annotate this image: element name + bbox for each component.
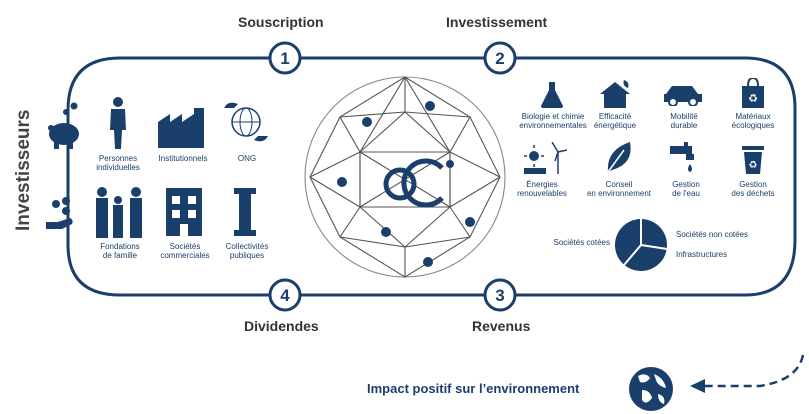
column-icon [234, 188, 256, 236]
sector-label-materiaux: Matériaux écologiques [731, 112, 775, 130]
factory-icon [158, 108, 204, 148]
sector-label-dechets: Gestion des déchets [731, 180, 775, 198]
investor-label-personnes: Personnes individuelles [96, 154, 140, 172]
person-icon [110, 97, 126, 149]
recycle-bin-icon: ♻ [742, 146, 764, 174]
step-1-label: Souscription [238, 14, 324, 30]
investor-label-fondations: Fondations de famille [100, 242, 140, 260]
investor-label-collectivites: Collectivités publiques [225, 242, 269, 260]
geodesic-globe [304, 76, 506, 278]
earth-icon [629, 367, 673, 411]
oc-logo [383, 158, 444, 208]
step-3-label: Revenus [472, 318, 531, 334]
svg-text:♻: ♻ [748, 93, 758, 105]
house-leaf-icon [600, 80, 630, 108]
piggy-bank-icon [48, 102, 79, 149]
investors-side-label: Investisseurs [13, 109, 34, 231]
recycle-bag-icon: ♻ [742, 78, 764, 108]
sector-label-energies: Énergies renouvelables [517, 180, 567, 198]
car-icon [664, 86, 702, 106]
svg-text:2: 2 [495, 49, 504, 68]
step-4-badge: 4 [268, 278, 302, 312]
investor-label-societes: Sociétés commerciales [160, 242, 210, 260]
svg-text:1: 1 [280, 49, 289, 68]
flask-icon [541, 82, 563, 108]
family-icon [96, 187, 142, 238]
building-icon [166, 188, 202, 236]
leaf-icon [607, 142, 631, 173]
sector-label-biologie: Biologie et chimie environnementales [519, 112, 587, 130]
svg-text:♻: ♻ [749, 160, 758, 171]
hand-coins-icon [46, 197, 73, 229]
sun-wind-icon [524, 142, 568, 174]
svg-text:3: 3 [495, 286, 504, 305]
sector-label-eau: Gestion de l'eau [672, 180, 700, 198]
pie-label-cotees: Sociétés cotées [553, 238, 610, 247]
step-3-badge: 3 [483, 278, 517, 312]
svg-text:4: 4 [280, 286, 290, 305]
impact-label: Impact positif sur l’environnement [367, 381, 580, 396]
globe-hands-icon [224, 102, 268, 142]
sector-label-mobilite: Mobilité durable [670, 112, 698, 130]
sector-label-efficacite: Efficacité énergétique [593, 112, 637, 130]
step-4-label: Dividendes [244, 318, 319, 334]
step-2-badge: 2 [483, 41, 517, 75]
investor-label-institutionnels: Institutionnels [158, 154, 208, 163]
portfolio-pie [615, 219, 668, 271]
pie-label-non-cotees: Sociétés non cotées [676, 230, 749, 239]
sector-label-conseil: Conseil en environnement [586, 180, 652, 198]
pie-label-infrastructures: Infrastructures [676, 250, 728, 259]
step-2-label: Investissement [446, 14, 548, 30]
faucet-icon [670, 142, 694, 172]
investor-label-ong: ONG [237, 154, 257, 163]
step-1-badge: 1 [268, 41, 302, 75]
